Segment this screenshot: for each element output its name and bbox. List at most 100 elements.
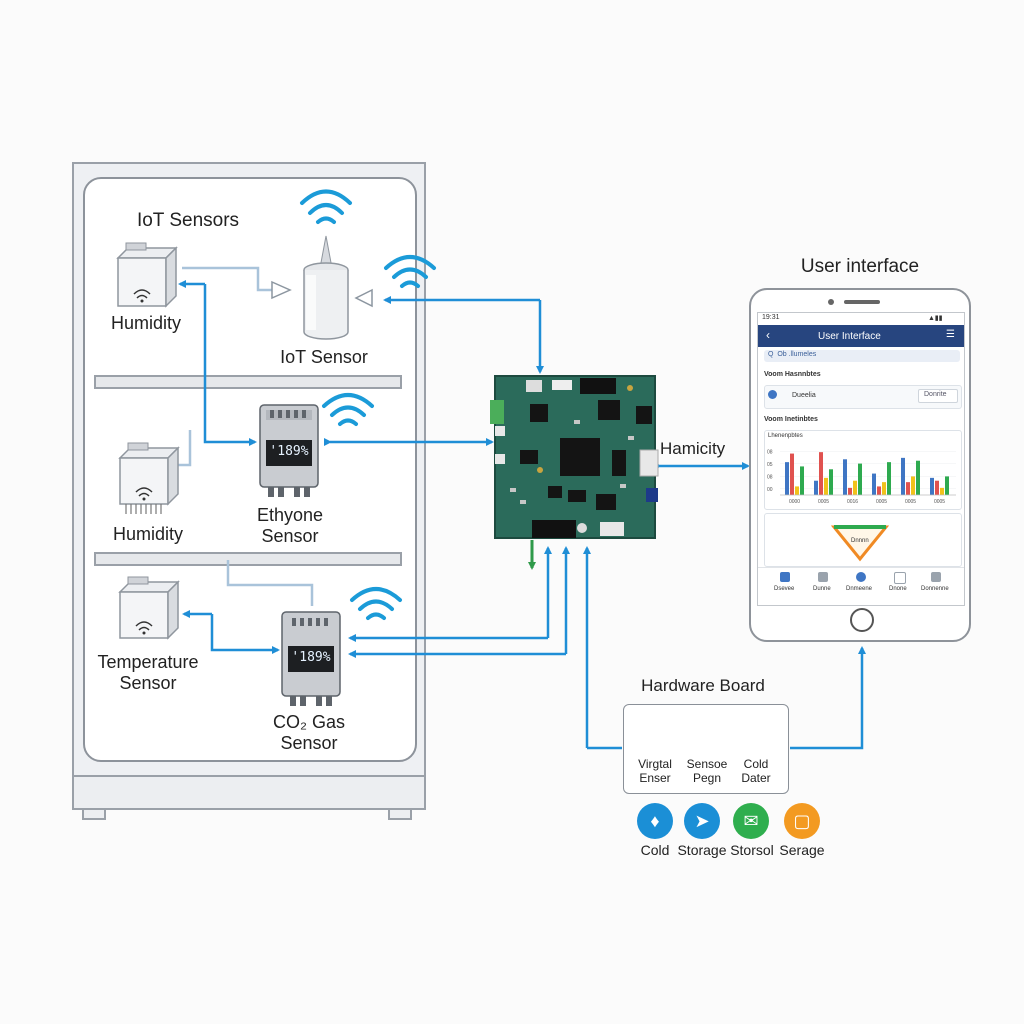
- app-label-serage: Serage: [779, 842, 825, 858]
- nav-label-5: Donnenne: [921, 586, 949, 592]
- bar: [824, 477, 828, 495]
- search-text: Q Ob .llumeles: [768, 351, 817, 358]
- bar: [882, 482, 886, 495]
- hardware-item-3: Cold Dater: [732, 757, 780, 786]
- hardware-item-2-line1: Sensoe: [686, 757, 728, 771]
- hardware-board-title: Hardware Board: [641, 676, 765, 695]
- bar: [785, 462, 789, 495]
- bird-icon[interactable]: ➤: [684, 803, 720, 839]
- bar: [911, 476, 915, 495]
- nav-settings-icon[interactable]: [931, 572, 941, 582]
- iot-sensors-title: IoT Sensors: [136, 210, 240, 231]
- nav-home-icon[interactable]: [780, 572, 790, 582]
- co2-display: '189%: [291, 650, 331, 665]
- bar: [872, 473, 876, 495]
- bar: [945, 476, 949, 495]
- app-header: [758, 325, 964, 347]
- shelf-2: [94, 552, 402, 566]
- phone-speaker: [844, 300, 880, 304]
- x-tick-label: 0005: [876, 499, 887, 505]
- hardware-board-icon: [490, 375, 659, 539]
- bar: [790, 453, 794, 495]
- nav-chat-icon[interactable]: [894, 572, 906, 584]
- wifi-icon: [350, 587, 402, 620]
- app-label-storage: Storage: [677, 842, 727, 858]
- wifi-icon: [384, 255, 436, 288]
- hardware-item-1: Virgtal Enser: [630, 757, 680, 786]
- nav-label-1: Dsevee: [774, 586, 795, 592]
- bar: [940, 487, 944, 495]
- y-tick-label: 08: [767, 474, 773, 480]
- x-tick-label: 0005: [934, 499, 945, 505]
- hardware-item-2-line2: Pegn: [692, 770, 722, 785]
- wifi-icon: [300, 189, 352, 224]
- card-button-label: Donrite: [924, 391, 947, 398]
- hardware-item-1-line2: Enser: [639, 770, 671, 785]
- x-tick-label: 0005: [818, 499, 829, 505]
- menu-icon[interactable]: ☰: [946, 329, 955, 340]
- humidity-sensor-icon: [116, 242, 178, 308]
- droplet-icon[interactable]: ♦: [637, 803, 673, 839]
- temperature-label: Temperature Sensor: [88, 652, 208, 693]
- phone-screen: 19:31 ▲▮▮ ‹ User Interface ☰ Q Ob .llume…: [757, 312, 965, 606]
- app-label-storsol: Storsol: [730, 842, 774, 858]
- y-tick-label: 05: [767, 462, 773, 468]
- phone-camera: [828, 299, 834, 305]
- back-icon[interactable]: ‹: [766, 328, 770, 342]
- ethyone-label-line1: Ethyone: [256, 505, 324, 525]
- bar: [858, 463, 862, 495]
- bar: [877, 486, 881, 495]
- shelf-1: [94, 375, 402, 389]
- humidity-sensor-icon: [118, 442, 180, 514]
- temperature-label-line1: Temperature: [97, 652, 199, 672]
- nav-label-2: Dunne: [813, 586, 831, 592]
- iot-sensor-icon: [303, 235, 349, 340]
- nav-list-icon[interactable]: [818, 572, 828, 582]
- hardware-item-2: Sensoe Pegn: [682, 757, 732, 786]
- nav-label-4: Dnone: [889, 586, 907, 592]
- bag-icon[interactable]: ▢: [784, 803, 820, 839]
- ethyone-label-line2: Sensor: [261, 525, 319, 546]
- cabinet-base: [72, 777, 426, 810]
- app-label-cold: Cold: [640, 842, 670, 858]
- card-button[interactable]: [918, 389, 958, 403]
- home-button[interactable]: [850, 608, 874, 632]
- co2-label: CO₂ Gas Sensor: [256, 712, 362, 753]
- humidity-label-1: Humidity: [110, 313, 181, 333]
- nav-dashboard-icon[interactable]: [856, 572, 866, 582]
- hamicity-label: Hamicity: [660, 439, 726, 458]
- iot-sensor-label: IoT Sensor: [280, 347, 368, 367]
- hardware-board-panel: [623, 704, 789, 794]
- search-bar[interactable]: [764, 350, 960, 362]
- hardware-item-1-line1: Virgtal: [638, 757, 672, 771]
- user-interface-title: User interface: [800, 256, 920, 277]
- hardware-item-3-line2: Dater: [741, 770, 771, 785]
- temperature-sensor-icon: [118, 576, 180, 640]
- card-icon: [768, 390, 777, 399]
- section-title-1: Voom Hasnnbtes: [764, 371, 821, 378]
- nav-label-3: Dnmeene: [846, 586, 873, 592]
- status-icons: ▲▮▮: [928, 315, 943, 322]
- gauge-card: [764, 513, 962, 567]
- header-title: User Interface: [818, 331, 881, 342]
- status-time: 19:31: [762, 314, 780, 321]
- bar: [819, 452, 823, 495]
- co2-label-line1: CO₂ Gas: [273, 712, 345, 732]
- bar: [901, 457, 905, 495]
- y-tick-label: 08: [767, 449, 773, 455]
- co2-sensor-icon: [281, 611, 341, 706]
- bar: [853, 480, 857, 495]
- card-text: Dueelia: [792, 392, 816, 399]
- bar: [916, 460, 920, 495]
- bar: [843, 459, 847, 495]
- bar: [848, 487, 852, 495]
- chart-title: Lhenenpbtes: [768, 433, 803, 439]
- chat-icon[interactable]: ✉: [733, 803, 769, 839]
- cabinet-foot-left: [82, 808, 106, 820]
- bar: [887, 462, 891, 495]
- ethyone-display: '189%: [269, 444, 309, 459]
- nav-divider: [758, 567, 964, 568]
- humidity-label-2: Humidity: [112, 524, 183, 544]
